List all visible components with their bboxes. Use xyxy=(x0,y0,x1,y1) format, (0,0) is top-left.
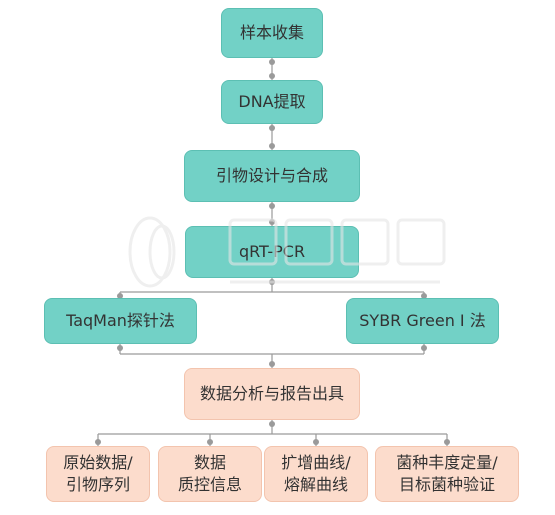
connector-dot xyxy=(95,439,101,445)
connector-dot xyxy=(421,345,427,351)
node-label-line: 原始数据/ xyxy=(63,453,133,473)
node-label: DNA提取 xyxy=(238,92,306,112)
node-label: SYBR Green I 法 xyxy=(359,311,486,331)
node-label: qRT-PCR xyxy=(238,242,306,262)
node-label-line: 数据 xyxy=(193,453,226,473)
node-qrt-pcr: qRT-PCR xyxy=(185,226,359,278)
connector-dot xyxy=(269,73,275,79)
node-label: TaqMan探针法 xyxy=(66,311,175,331)
node-taqman: TaqMan探针法 xyxy=(44,298,197,344)
connector-dot xyxy=(421,293,427,299)
node-label-line: 熔解曲线 xyxy=(283,475,348,494)
connector-dot xyxy=(269,203,275,209)
connector-dot xyxy=(444,439,450,445)
connector-dot xyxy=(269,143,275,149)
node-sybr-green: SYBR Green I 法 xyxy=(346,298,499,344)
node-dna-extraction: DNA提取 xyxy=(221,80,323,124)
node-label-line: 扩增曲线/ xyxy=(281,453,351,473)
node-data-analysis: 数据分析与报告出具 xyxy=(184,368,360,420)
node-label-line: 质控信息 xyxy=(177,475,242,494)
connector-dot xyxy=(117,293,123,299)
node-label-line: 目标菌种验证 xyxy=(398,475,495,494)
connector-dot xyxy=(269,59,275,65)
node-primer-design: 引物设计与合成 xyxy=(184,150,360,202)
connector-dot xyxy=(269,421,275,427)
connector-dot xyxy=(313,439,319,445)
connector-dot xyxy=(117,345,123,351)
connector-dot xyxy=(269,361,275,367)
connector-dot xyxy=(269,279,275,285)
connector-dot xyxy=(269,125,275,131)
node-label: 数据分析与报告出具 xyxy=(199,384,344,404)
connector-dot xyxy=(269,219,275,225)
node-label-line: 引物序列 xyxy=(65,475,130,494)
node-output-curves: 扩增曲线/ 熔解曲线 xyxy=(264,446,368,502)
node-output-quantification: 菌种丰度定量/ 目标菌种验证 xyxy=(375,446,519,502)
node-label: 样本收集 xyxy=(239,23,304,43)
node-sample-collection: 样本收集 xyxy=(221,8,323,58)
node-label: 引物设计与合成 xyxy=(215,166,328,186)
connector-dot xyxy=(207,439,213,445)
node-label-line: 菌种丰度定量/ xyxy=(396,453,498,473)
node-output-raw-data: 原始数据/ 引物序列 xyxy=(46,446,150,502)
node-output-qc: 数据 质控信息 xyxy=(158,446,262,502)
